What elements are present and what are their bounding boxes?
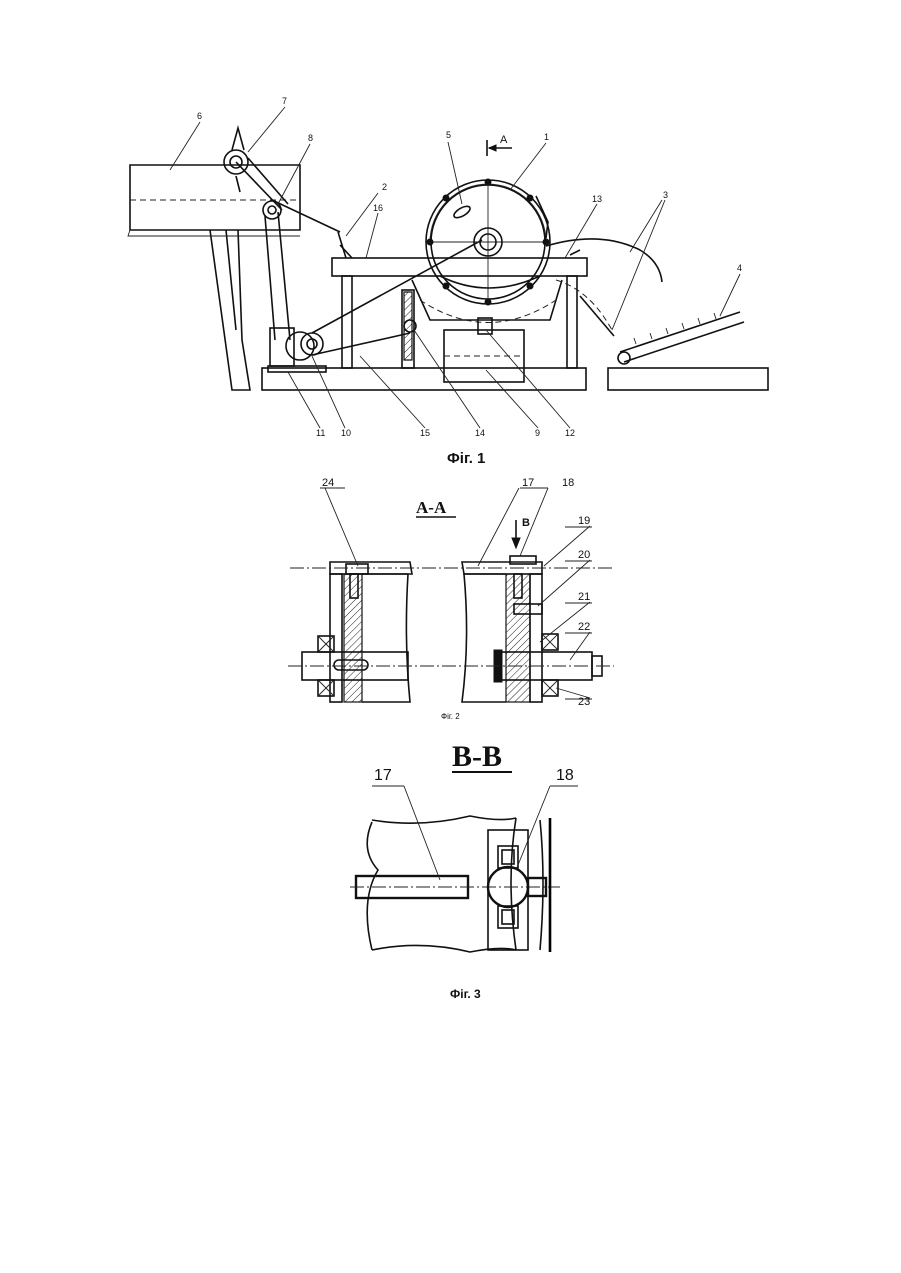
callout-10: 10 <box>341 428 351 438</box>
callout-11: 11 <box>316 428 325 438</box>
feed-conveyor-6 <box>128 165 300 390</box>
section-aa-title: А-А <box>416 498 447 517</box>
section-bb-title: В-В <box>452 740 502 773</box>
callout-7: 7 <box>282 96 287 106</box>
callout-6: 6 <box>197 111 202 121</box>
callout-3: 3 <box>663 190 668 200</box>
callout-1: 1 <box>544 132 549 142</box>
discharge-belt-3 <box>546 239 662 336</box>
callout-16: 16 <box>373 203 383 213</box>
drive-motor-10-11 <box>268 240 482 372</box>
callout-17-b: 17 <box>374 767 392 784</box>
fig3-leader-lines <box>372 786 578 880</box>
callout-5: 5 <box>446 130 451 140</box>
callout-19: 19 <box>578 515 590 527</box>
callout-23: 23 <box>578 696 590 708</box>
callout-12: 12 <box>565 428 575 438</box>
callout-14: 14 <box>475 428 485 438</box>
callout-18-b: 18 <box>556 767 574 784</box>
outlet-conveyor-4 <box>608 312 768 390</box>
callout-22: 22 <box>578 621 590 633</box>
fig3-break-bottom <box>372 945 516 952</box>
hub-18 <box>488 830 546 950</box>
callout-4: 4 <box>737 263 742 273</box>
callout-2: 2 <box>382 182 387 192</box>
callout-17-a: 17 <box>522 477 534 489</box>
view-arrow-b: В <box>512 517 530 548</box>
fig1-leader-lines <box>170 107 740 428</box>
callout-18-a: 18 <box>562 477 574 489</box>
figure-1-caption: Фіг. 1 <box>447 450 485 467</box>
section-a-label: А <box>500 134 508 146</box>
figure-3-caption: Фіг. 3 <box>450 987 481 1001</box>
callout-15: 15 <box>420 428 430 438</box>
rotor-drum-1 <box>426 179 550 305</box>
callout-24: 24 <box>322 477 334 489</box>
section-mark-a: А <box>487 134 512 156</box>
screen-13 <box>402 276 562 382</box>
figure-1: А 1 2 3 4 5 6 7 8 16 <box>128 96 768 467</box>
view-b-label: В <box>522 517 530 529</box>
figure-2-caption: Фіг. 2 <box>441 712 460 721</box>
figure-2: А-А <box>288 477 614 721</box>
figure-3: В-В 17 18 <box>350 740 578 1001</box>
fig3-break-left <box>367 822 378 950</box>
fig3-break-top <box>372 816 516 823</box>
callout-13: 13 <box>592 194 602 204</box>
callout-20: 20 <box>578 549 590 561</box>
callout-21: 21 <box>578 591 590 603</box>
callout-8: 8 <box>308 133 313 143</box>
fig2-left-half <box>302 562 412 702</box>
callout-9: 9 <box>535 428 540 438</box>
